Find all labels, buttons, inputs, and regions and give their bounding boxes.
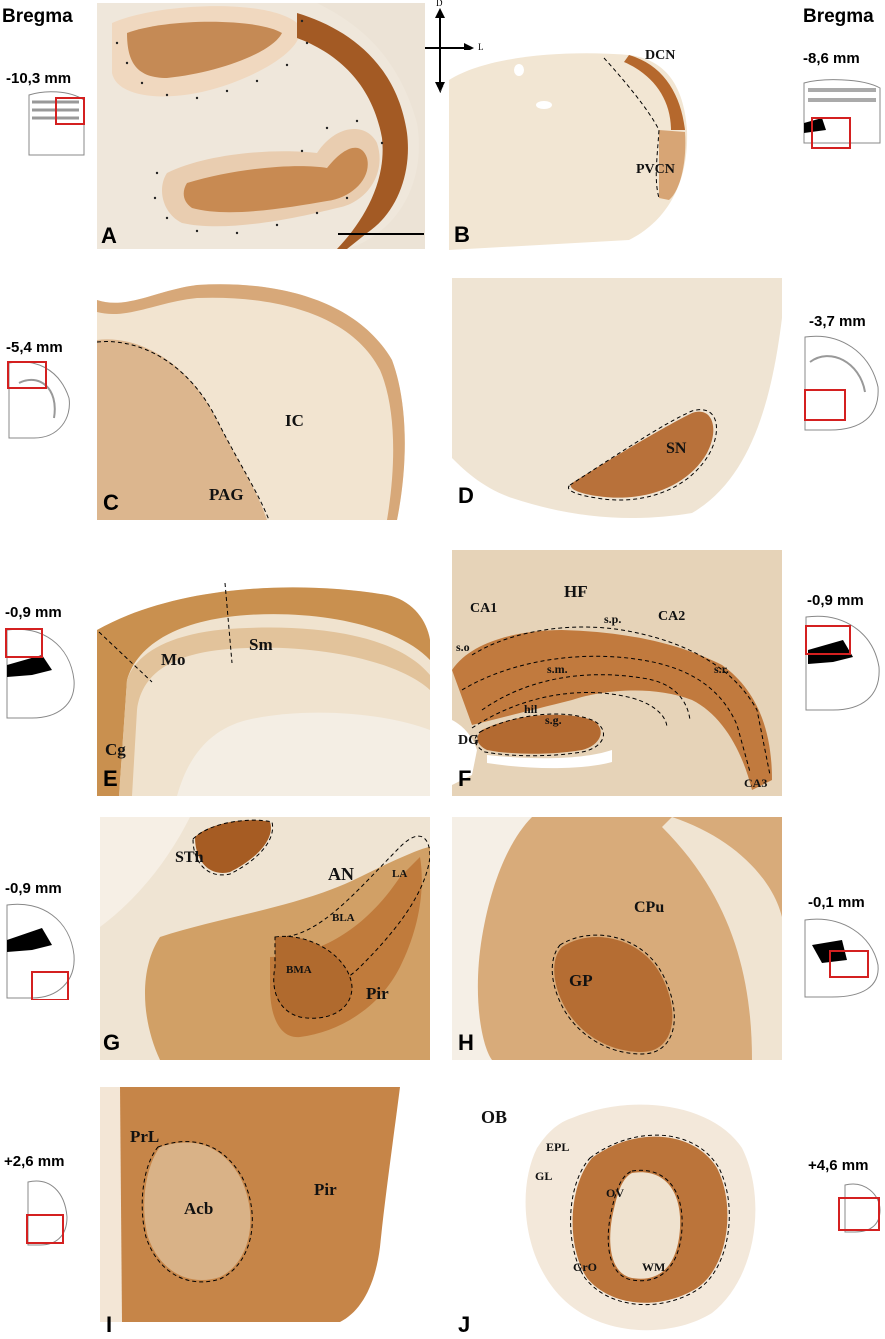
bregma-level-b: -8,6 mm xyxy=(803,50,860,67)
panel-f-hippocampus-micrograph: HF CA1 CA2 s.p. s.o s.m. s.r. hil s.g. D… xyxy=(452,550,782,796)
bregma-level-i: +2,6 mm xyxy=(4,1153,65,1170)
bregma-level-f: -0,9 mm xyxy=(807,592,864,609)
atlas-thumbnail-b xyxy=(802,78,882,158)
bregma-level-c: -5,4 mm xyxy=(6,339,63,356)
panel-letter-e: E xyxy=(103,766,118,791)
region-label-sr: s.r. xyxy=(714,662,729,676)
panel-a-cerebellum-micrograph: A xyxy=(97,3,425,249)
panel-letter-d: D xyxy=(458,483,474,508)
atlas-thumbnail-j xyxy=(835,1180,883,1235)
region-label-wm: WM xyxy=(642,1260,666,1274)
region-label-pir-i: Pir xyxy=(314,1180,337,1199)
panel-b-cochlear-nucleus-micrograph: DCN PVCN B xyxy=(449,50,689,250)
atlas-thumbnail-d xyxy=(800,332,880,432)
panel-h-basal-ganglia-micrograph: CPu GP H xyxy=(452,817,782,1060)
panel-letter-h: H xyxy=(458,1030,474,1055)
bregma-level-h: -0,1 mm xyxy=(808,894,865,911)
region-label-ob: OB xyxy=(481,1107,508,1127)
region-label-hil: hil xyxy=(524,702,538,716)
region-label-prl: PrL xyxy=(130,1127,160,1146)
bregma-level-a: -10,3 mm xyxy=(6,70,72,87)
region-label-pag: PAG xyxy=(209,485,244,504)
region-label-pir-g: Pir xyxy=(366,984,389,1003)
panel-j-olfactory-bulb-micrograph: EPL GL OV GrO WM xyxy=(512,1098,762,1332)
region-label-sm: Sm xyxy=(249,635,273,654)
region-label-ca1: CA1 xyxy=(470,601,498,616)
atlas-thumbnail-c xyxy=(4,358,74,440)
atlas-thumbnail-f xyxy=(803,612,881,712)
compass-dorsal: D xyxy=(436,0,443,8)
region-label-bla: BLA xyxy=(332,912,355,924)
region-label-bma: BMA xyxy=(286,964,312,976)
region-label-mo: Mo xyxy=(161,650,186,669)
region-label-ov: OV xyxy=(606,1186,624,1200)
compass-lateral-right: L xyxy=(478,42,484,52)
region-label-sn: SN xyxy=(666,440,687,457)
region-label-so: s.o xyxy=(456,640,470,654)
region-label-sp: s.p. xyxy=(604,612,622,626)
panel-letter-j: J xyxy=(458,1312,471,1337)
region-label-cpu: CPu xyxy=(634,899,665,916)
atlas-thumbnail-h xyxy=(802,915,882,1000)
panel-g-amygdala-micrograph: STh AN LA BLA BMA Pir G xyxy=(100,817,430,1060)
panel-d-substantia-nigra-micrograph: SN D xyxy=(452,278,782,520)
panel-letter-c: C xyxy=(103,490,119,515)
region-label-sth: STh xyxy=(175,849,204,866)
atlas-thumbnail-g xyxy=(2,900,77,1000)
bregma-level-j: +4,6 mm xyxy=(808,1157,869,1174)
bregma-level-e: -0,9 mm xyxy=(5,604,62,621)
region-label-hf: HF xyxy=(564,582,588,601)
atlas-thumbnail-i xyxy=(25,1177,70,1247)
bregma-header-left: Bregma xyxy=(2,6,73,27)
region-label-epl: EPL xyxy=(546,1140,570,1154)
region-label-la: LA xyxy=(392,868,408,880)
panel-letter-f: F xyxy=(458,766,472,791)
region-label-an: AN xyxy=(328,864,354,884)
region-label-acb: Acb xyxy=(184,1199,214,1218)
atlas-thumbnail-e xyxy=(2,625,77,720)
bregma-level-g: -0,9 mm xyxy=(5,880,62,897)
region-label-cg: Cg xyxy=(105,740,126,759)
panel-i-nucleus-accumbens-micrograph: PrL Acb Pir xyxy=(100,1087,400,1322)
region-label-gl: GL xyxy=(535,1169,553,1183)
bregma-header-right: Bregma xyxy=(803,6,874,27)
region-label-ic: IC xyxy=(285,411,304,430)
atlas-thumbnail-a xyxy=(24,90,88,160)
region-label-gro: GrO xyxy=(573,1260,597,1274)
panel-letter-a: A xyxy=(101,223,117,248)
region-label-ca3: CA3 xyxy=(744,776,768,790)
panel-c-inferior-colliculus-micrograph: IC PAG C xyxy=(97,280,409,520)
compass-ventral: V xyxy=(437,85,444,95)
region-label-ca2: CA2 xyxy=(658,609,686,624)
region-label-sm-layer: s.m. xyxy=(547,662,568,676)
region-label-gp: GP xyxy=(569,971,593,990)
region-label-dcn: DCN xyxy=(645,50,676,63)
bregma-level-d: -3,7 mm xyxy=(809,313,866,330)
panel-e-cortex-micrograph: Mo Sm Cg E xyxy=(97,580,430,796)
region-label-dg: DG xyxy=(458,733,479,748)
panel-letter-g: G xyxy=(103,1030,121,1055)
region-label-sg: s.g. xyxy=(545,713,562,727)
panel-letter-b: B xyxy=(454,222,470,247)
region-label-pvcn: PVCN xyxy=(636,162,675,177)
scale-bar xyxy=(338,233,424,235)
panel-letter-i: I xyxy=(106,1312,113,1337)
